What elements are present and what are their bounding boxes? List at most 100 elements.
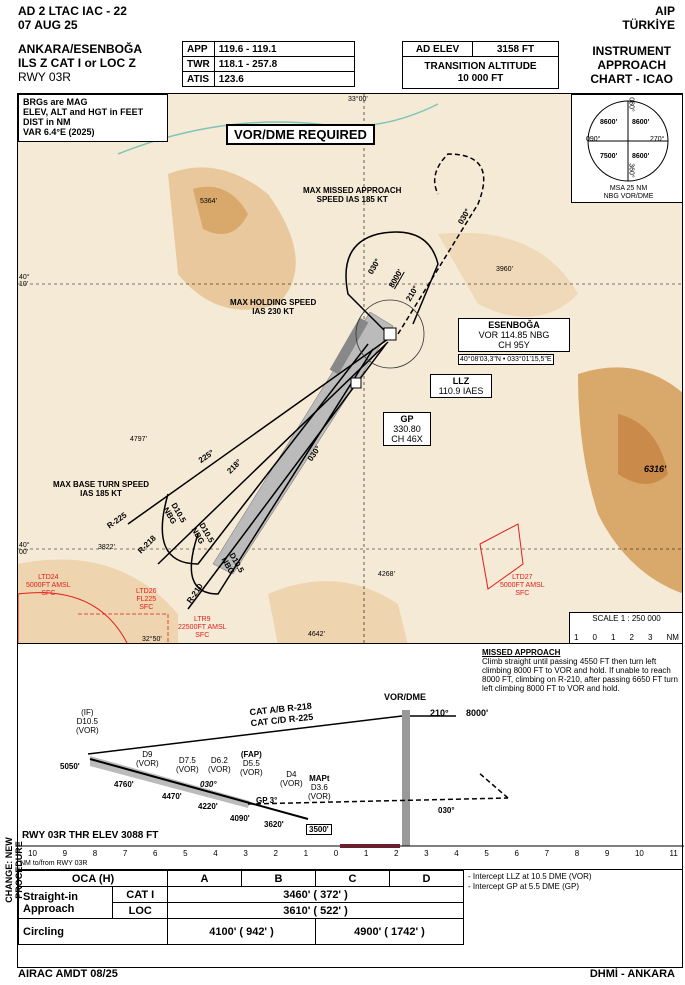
track-r218 xyxy=(157,341,389,565)
grid-label: 32°50' xyxy=(142,636,162,643)
country-label: TÜRKİYE xyxy=(622,18,675,32)
gp-symbol xyxy=(350,377,362,389)
chart-date: 07 AUG 25 xyxy=(18,18,78,32)
altitude-label: 4090' xyxy=(230,814,250,823)
altitude-label: 3620' xyxy=(264,820,284,829)
msa-diagram xyxy=(587,100,669,182)
intercept-note: - Intercept GP at 5.5 DME (GP) xyxy=(468,882,579,891)
msa-bearing: 080° xyxy=(627,97,635,112)
restricted-area-label: LTD27 5000FT AMSL SFC xyxy=(500,574,545,597)
d4-fix: D4(VOR) xyxy=(280,770,303,788)
intercept-notes: - Intercept LLZ at 10.5 DME (VOR) - Inte… xyxy=(468,872,592,892)
chart-title: ANKARA/ESENBOĞA ILS Z CAT I or LOC Z RWY… xyxy=(18,42,142,84)
msa-bearing: 270° xyxy=(650,136,665,143)
msa-altitude: 8600' xyxy=(600,119,618,126)
runway xyxy=(329,317,369,375)
restricted-area-label: LTR9 22500FT AMSL SFC xyxy=(178,616,227,639)
aip-header: AIP TÜRKİYE xyxy=(622,4,675,32)
restricted-area-label: LTD26 FL225 SFC xyxy=(136,588,157,611)
transition-alt-label: TRANSITION ALTITUDE xyxy=(424,60,537,72)
restricted-area xyxy=(18,592,128,643)
circling-label: Circling xyxy=(18,918,168,945)
note-line: BRGs are MAG xyxy=(23,97,88,107)
base-turn xyxy=(190,348,374,595)
final-approach-path xyxy=(89,758,309,820)
msa-bearing: 360° xyxy=(627,163,635,178)
plan-map-svg xyxy=(18,94,682,643)
grid-label: 40° 00' xyxy=(19,542,30,556)
base-turn xyxy=(161,343,369,565)
restricted-area-label: LTD24 5000FT AMSL SFC xyxy=(26,574,71,597)
plan-view: BRGs are MAG ELEV, ALT and HGT in FEET D… xyxy=(17,93,683,644)
circling-ab-minima: 4100' ( 942' ) xyxy=(167,918,316,945)
track-label: 210° xyxy=(430,708,449,718)
approach-cone xyxy=(212,311,394,575)
runway-bar xyxy=(340,844,400,848)
notes-box: BRGs are MAG ELEV, ALT and HGT in FEET D… xyxy=(18,94,168,142)
chart-type-1: INSTRUMENT xyxy=(592,44,671,58)
footer-amdt: AIRAC AMDT 08/25 xyxy=(18,968,118,980)
chart-type-3: CHART - ICAO xyxy=(590,72,673,86)
chart-type: INSTRUMENT APPROACH CHART - ICAO xyxy=(590,44,673,86)
chart-header: AD 2 LTAC IAC - 22 07 AUG 25 xyxy=(18,4,127,32)
altitude-label: 4470' xyxy=(162,792,182,801)
d62-fix: D6.2(VOR) xyxy=(208,756,231,774)
loc-minima: 3610' ( 522' ) xyxy=(167,902,464,919)
airport-name: ANKARA/ESENBOĞA xyxy=(18,42,143,56)
cat-a-header: A xyxy=(167,870,242,887)
note-line: VAR 6.4°E (2025) xyxy=(23,127,95,137)
profile-svg xyxy=(18,710,684,848)
cat1-label: CAT I xyxy=(112,886,168,903)
altitude-label: 4220' xyxy=(198,802,218,811)
footer-authority: DHMİ - ANKARA xyxy=(589,968,675,980)
profile-view: MISSED APPROACH Climb straight until pas… xyxy=(17,644,684,870)
cat-b-header: B xyxy=(241,870,316,887)
track-label: 030° xyxy=(438,806,455,815)
chart-type-2: APPROACH xyxy=(597,58,666,72)
cat1-minima: 3460' ( 372' ) xyxy=(167,886,464,903)
fap-fix: (FAP)D5.5(VOR) xyxy=(240,750,263,777)
track-r225 xyxy=(127,338,389,525)
vor-mast xyxy=(402,710,410,846)
d75-fix: D7.5(VOR) xyxy=(176,756,199,774)
restricted-area xyxy=(479,523,524,590)
glidepath-label: GP 3° xyxy=(256,796,278,805)
cat-c-header: C xyxy=(315,870,390,887)
river-line xyxy=(117,103,439,155)
terrain-area xyxy=(438,232,578,317)
twr-value: 118.1 - 257.8 xyxy=(213,56,355,72)
chart-id: AD 2 LTAC IAC - 22 xyxy=(18,4,127,18)
note-line: ELEV, ALT and HGT in FEET xyxy=(23,107,144,117)
missed-approach-text: MISSED APPROACH Climb straight until pas… xyxy=(482,648,678,693)
msa-altitude: 8600' xyxy=(632,153,650,160)
spot-elevation: 4642' xyxy=(308,631,325,638)
axis-caption: NM to/from RWY 03R xyxy=(20,860,88,867)
altitude-label: 4760' xyxy=(114,780,134,789)
cat-d-header: D xyxy=(389,870,464,887)
terrain-area xyxy=(618,414,668,484)
altitude-label: 8000' xyxy=(466,708,489,718)
spot-elevation: 6316' xyxy=(644,464,667,474)
change-label: CHANGE: NEW PROCEDURE xyxy=(4,837,24,903)
missed-approach-path xyxy=(247,797,509,805)
missed-approach-track xyxy=(397,153,485,335)
spot-elevation: 4268' xyxy=(378,571,395,578)
note-line: DIST in NM xyxy=(23,117,71,127)
oca-header: OCA (H) xyxy=(18,870,168,887)
altitude-label: 5050' xyxy=(60,762,80,771)
holding-pattern xyxy=(345,231,439,335)
spot-elevation: 3822' xyxy=(98,544,115,551)
grid-label: 33°00' xyxy=(348,96,368,103)
msa-bearing: 090° xyxy=(586,136,601,143)
initial-track xyxy=(87,715,403,755)
procedure-name: ILS Z CAT I or LOC Z xyxy=(18,56,136,70)
d9-fix: D9(VOR) xyxy=(136,750,159,768)
